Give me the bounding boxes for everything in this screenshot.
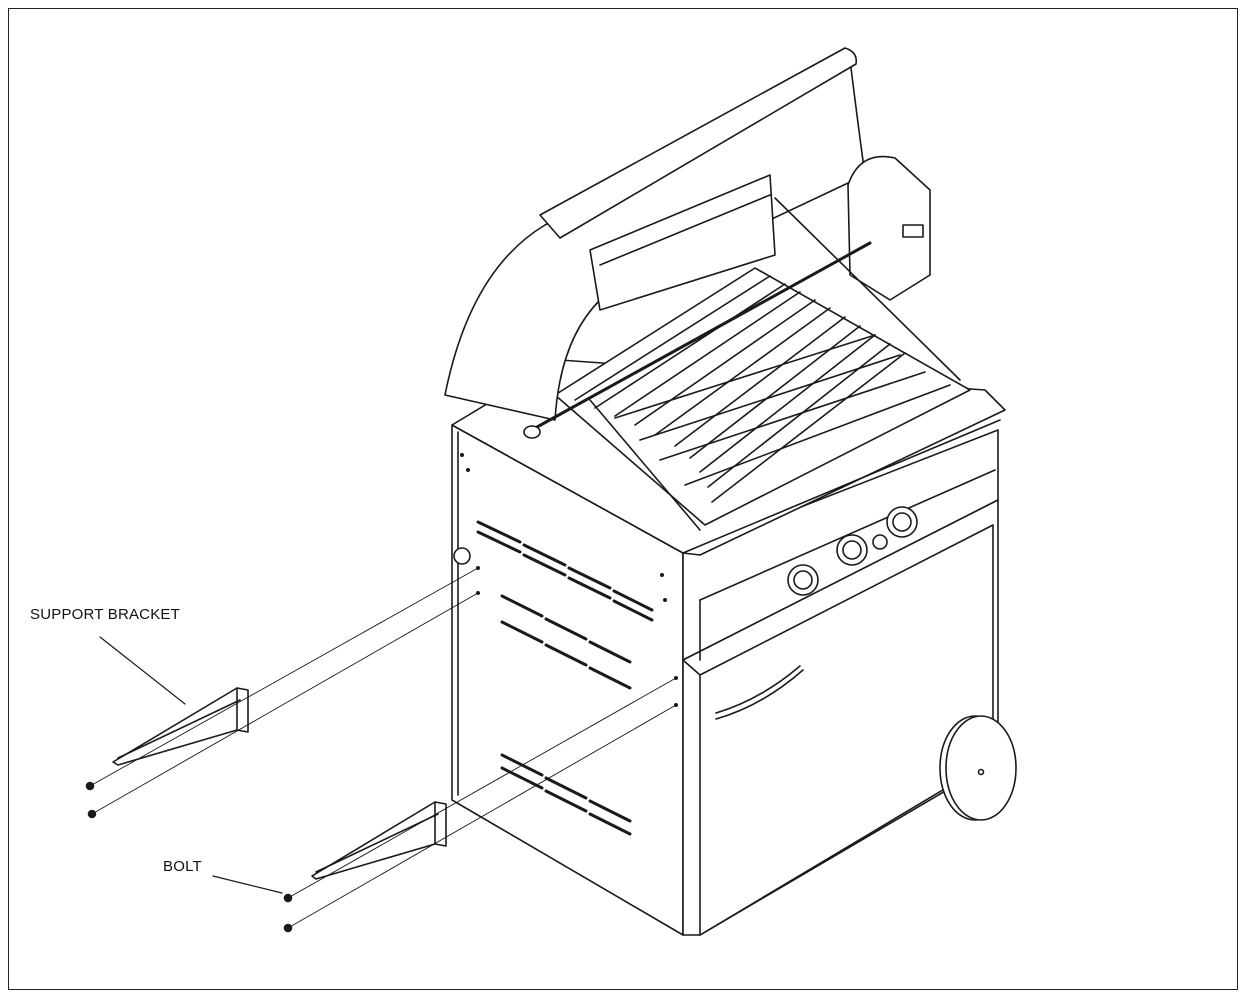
leader-lines xyxy=(99,636,283,894)
side-vents xyxy=(476,520,654,836)
door-handle xyxy=(715,665,804,720)
assembly-guide-lines xyxy=(89,567,677,929)
grill-lid xyxy=(444,47,866,421)
control-knobs xyxy=(787,506,918,596)
support-bracket-label: SUPPORT BRACKET xyxy=(30,606,180,623)
cart-wheel xyxy=(939,715,1017,821)
cooking-grate xyxy=(554,267,971,526)
bolt-label: BOLT xyxy=(163,858,202,875)
rotisserie-spit xyxy=(523,197,961,531)
rotisserie-motor xyxy=(847,155,931,301)
support-bracket-lower xyxy=(311,801,447,880)
bolts xyxy=(85,781,293,933)
support-bracket-upper xyxy=(112,687,249,766)
diagram-frame xyxy=(8,8,1238,990)
